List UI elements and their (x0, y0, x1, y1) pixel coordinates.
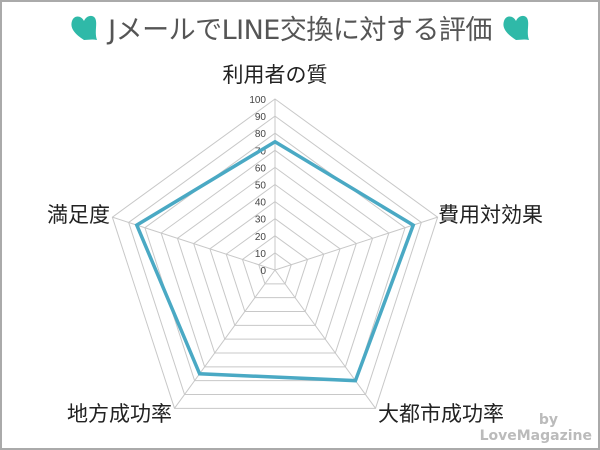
axis-spoke (274, 269, 376, 409)
grid-ring (258, 252, 292, 285)
tick-label: 10 (255, 249, 267, 260)
tick-label: 40 (255, 198, 267, 209)
grid-ring (111, 98, 439, 409)
category-label: 満足度 (47, 203, 110, 227)
axis-spoke (112, 216, 276, 271)
tick-label: 60 (255, 163, 267, 174)
category-label: 利用者の質 (223, 63, 328, 87)
tick-label: 80 (255, 129, 267, 140)
grid-ring (176, 166, 374, 354)
grid-ring (144, 132, 406, 382)
tick-label: 20 (255, 232, 267, 243)
credit-brand: LoveMagazine (479, 428, 592, 444)
credit-by: by (538, 412, 558, 428)
grid-ring (160, 149, 390, 368)
tick-label: 90 (255, 112, 267, 123)
heart-icon (502, 15, 530, 48)
tick-label: 50 (255, 181, 267, 192)
axis-spoke (274, 216, 438, 271)
category-label: 地方成功率 (67, 402, 172, 426)
credit: by LoveMagazine (480, 412, 592, 444)
chart-title: JメールでLINE交換に対する評価 (0, 8, 600, 48)
grid-ring (209, 200, 341, 326)
tick-label: 30 (255, 215, 267, 226)
heart-icon (70, 15, 98, 48)
grid-ring (128, 115, 422, 396)
grid-ring (225, 218, 325, 313)
axis-spoke (174, 269, 276, 409)
tick-label: 100 (249, 95, 266, 106)
category-label: 費用対効果 (438, 203, 543, 227)
chart-title-text: JメールでLINE交換に対する評価 (108, 15, 492, 46)
category-label: 大都市成功率 (378, 402, 504, 426)
series-line (134, 139, 416, 383)
tick-label: 0 (260, 266, 266, 277)
grid-ring (193, 183, 357, 340)
grid-ring (241, 235, 309, 299)
